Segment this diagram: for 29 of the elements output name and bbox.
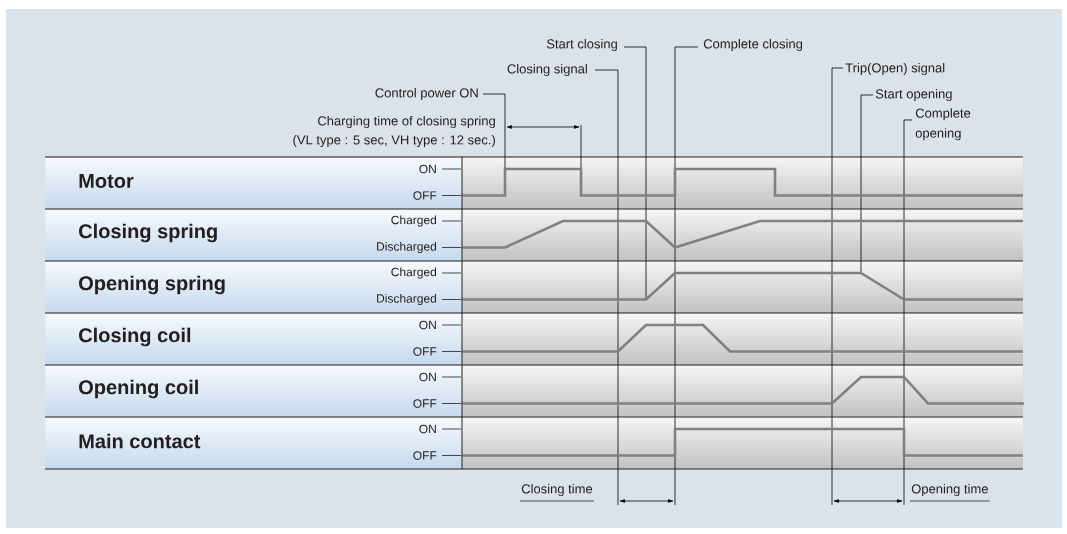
row-label: Motor (79, 174, 134, 188)
row-label: Main contact (79, 433, 201, 449)
level-label: ON (419, 372, 462, 382)
event-label: Charging time of closing spring (318, 115, 495, 129)
level-label: Discharged (377, 293, 462, 306)
level-label: OFF (413, 399, 462, 408)
event-label: Complete opening (915, 108, 971, 141)
level-label: ON (419, 164, 462, 174)
level-label: OFF (413, 347, 462, 356)
row-label: Opening coil (79, 379, 198, 399)
row-label: Closing spring (79, 223, 217, 243)
time-label: Closing time (519, 483, 595, 502)
event-label: (VL type : 5 sec, VH type : 12 sec.) (293, 134, 495, 148)
level-label: Discharged (377, 241, 462, 254)
event-label: Trip(Open) signal (845, 62, 945, 76)
level-label: Charged (391, 267, 462, 279)
event-label: Control power ON (375, 87, 478, 101)
event-label: Start opening (875, 88, 952, 102)
level-label: ON (419, 424, 462, 434)
level-label: OFF (413, 451, 462, 460)
level-label: OFF (413, 191, 462, 200)
event-label: Start closing (546, 38, 617, 52)
event-label: Closing signal (507, 63, 587, 77)
level-label: Charged (391, 215, 462, 227)
row-label: Closing coil (79, 327, 191, 347)
row-label: Opening spring (79, 275, 225, 295)
level-label: ON (419, 320, 462, 330)
time-label: Opening time (909, 483, 991, 502)
event-label: Complete closing (703, 38, 803, 52)
